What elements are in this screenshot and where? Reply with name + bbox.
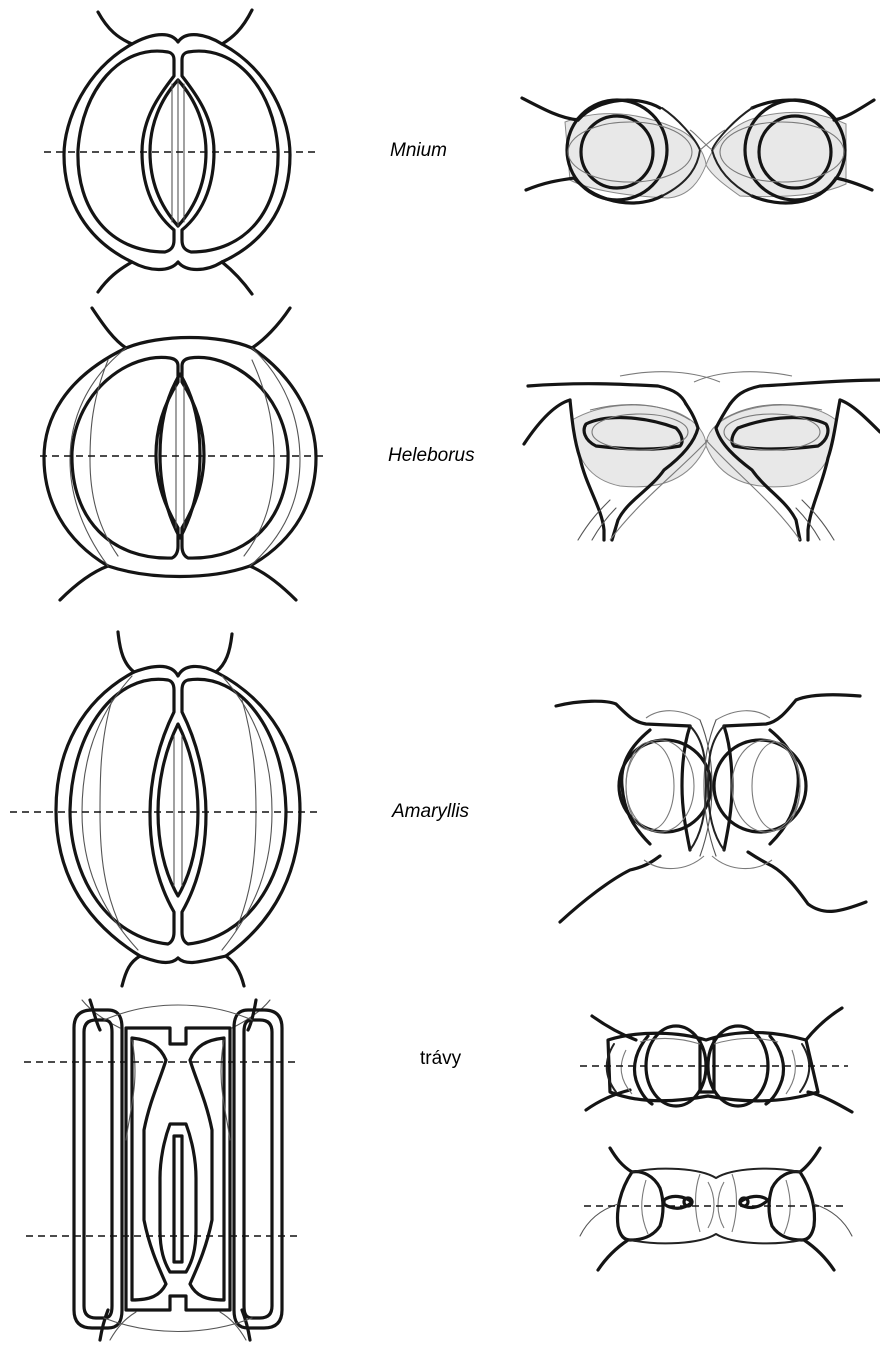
label-travy: trávy [420, 1048, 462, 1069]
label-heleborus: Heleborus [388, 445, 475, 466]
label-mnium: Mnium [390, 140, 447, 161]
heleborus-surface-view [40, 308, 326, 600]
mnium-cross-section [522, 98, 874, 203]
amaryllis-cross-section [556, 695, 866, 922]
amaryllis-surface-view [10, 632, 320, 986]
label-amaryllis: Amaryllis [391, 801, 470, 822]
mnium-surface-view [44, 10, 316, 294]
travy-cross-section-upper [580, 1008, 852, 1112]
travy-surface-view [24, 1000, 300, 1340]
travy-cross-section-lower [580, 1148, 852, 1270]
heleborus-cross-section [524, 372, 880, 540]
